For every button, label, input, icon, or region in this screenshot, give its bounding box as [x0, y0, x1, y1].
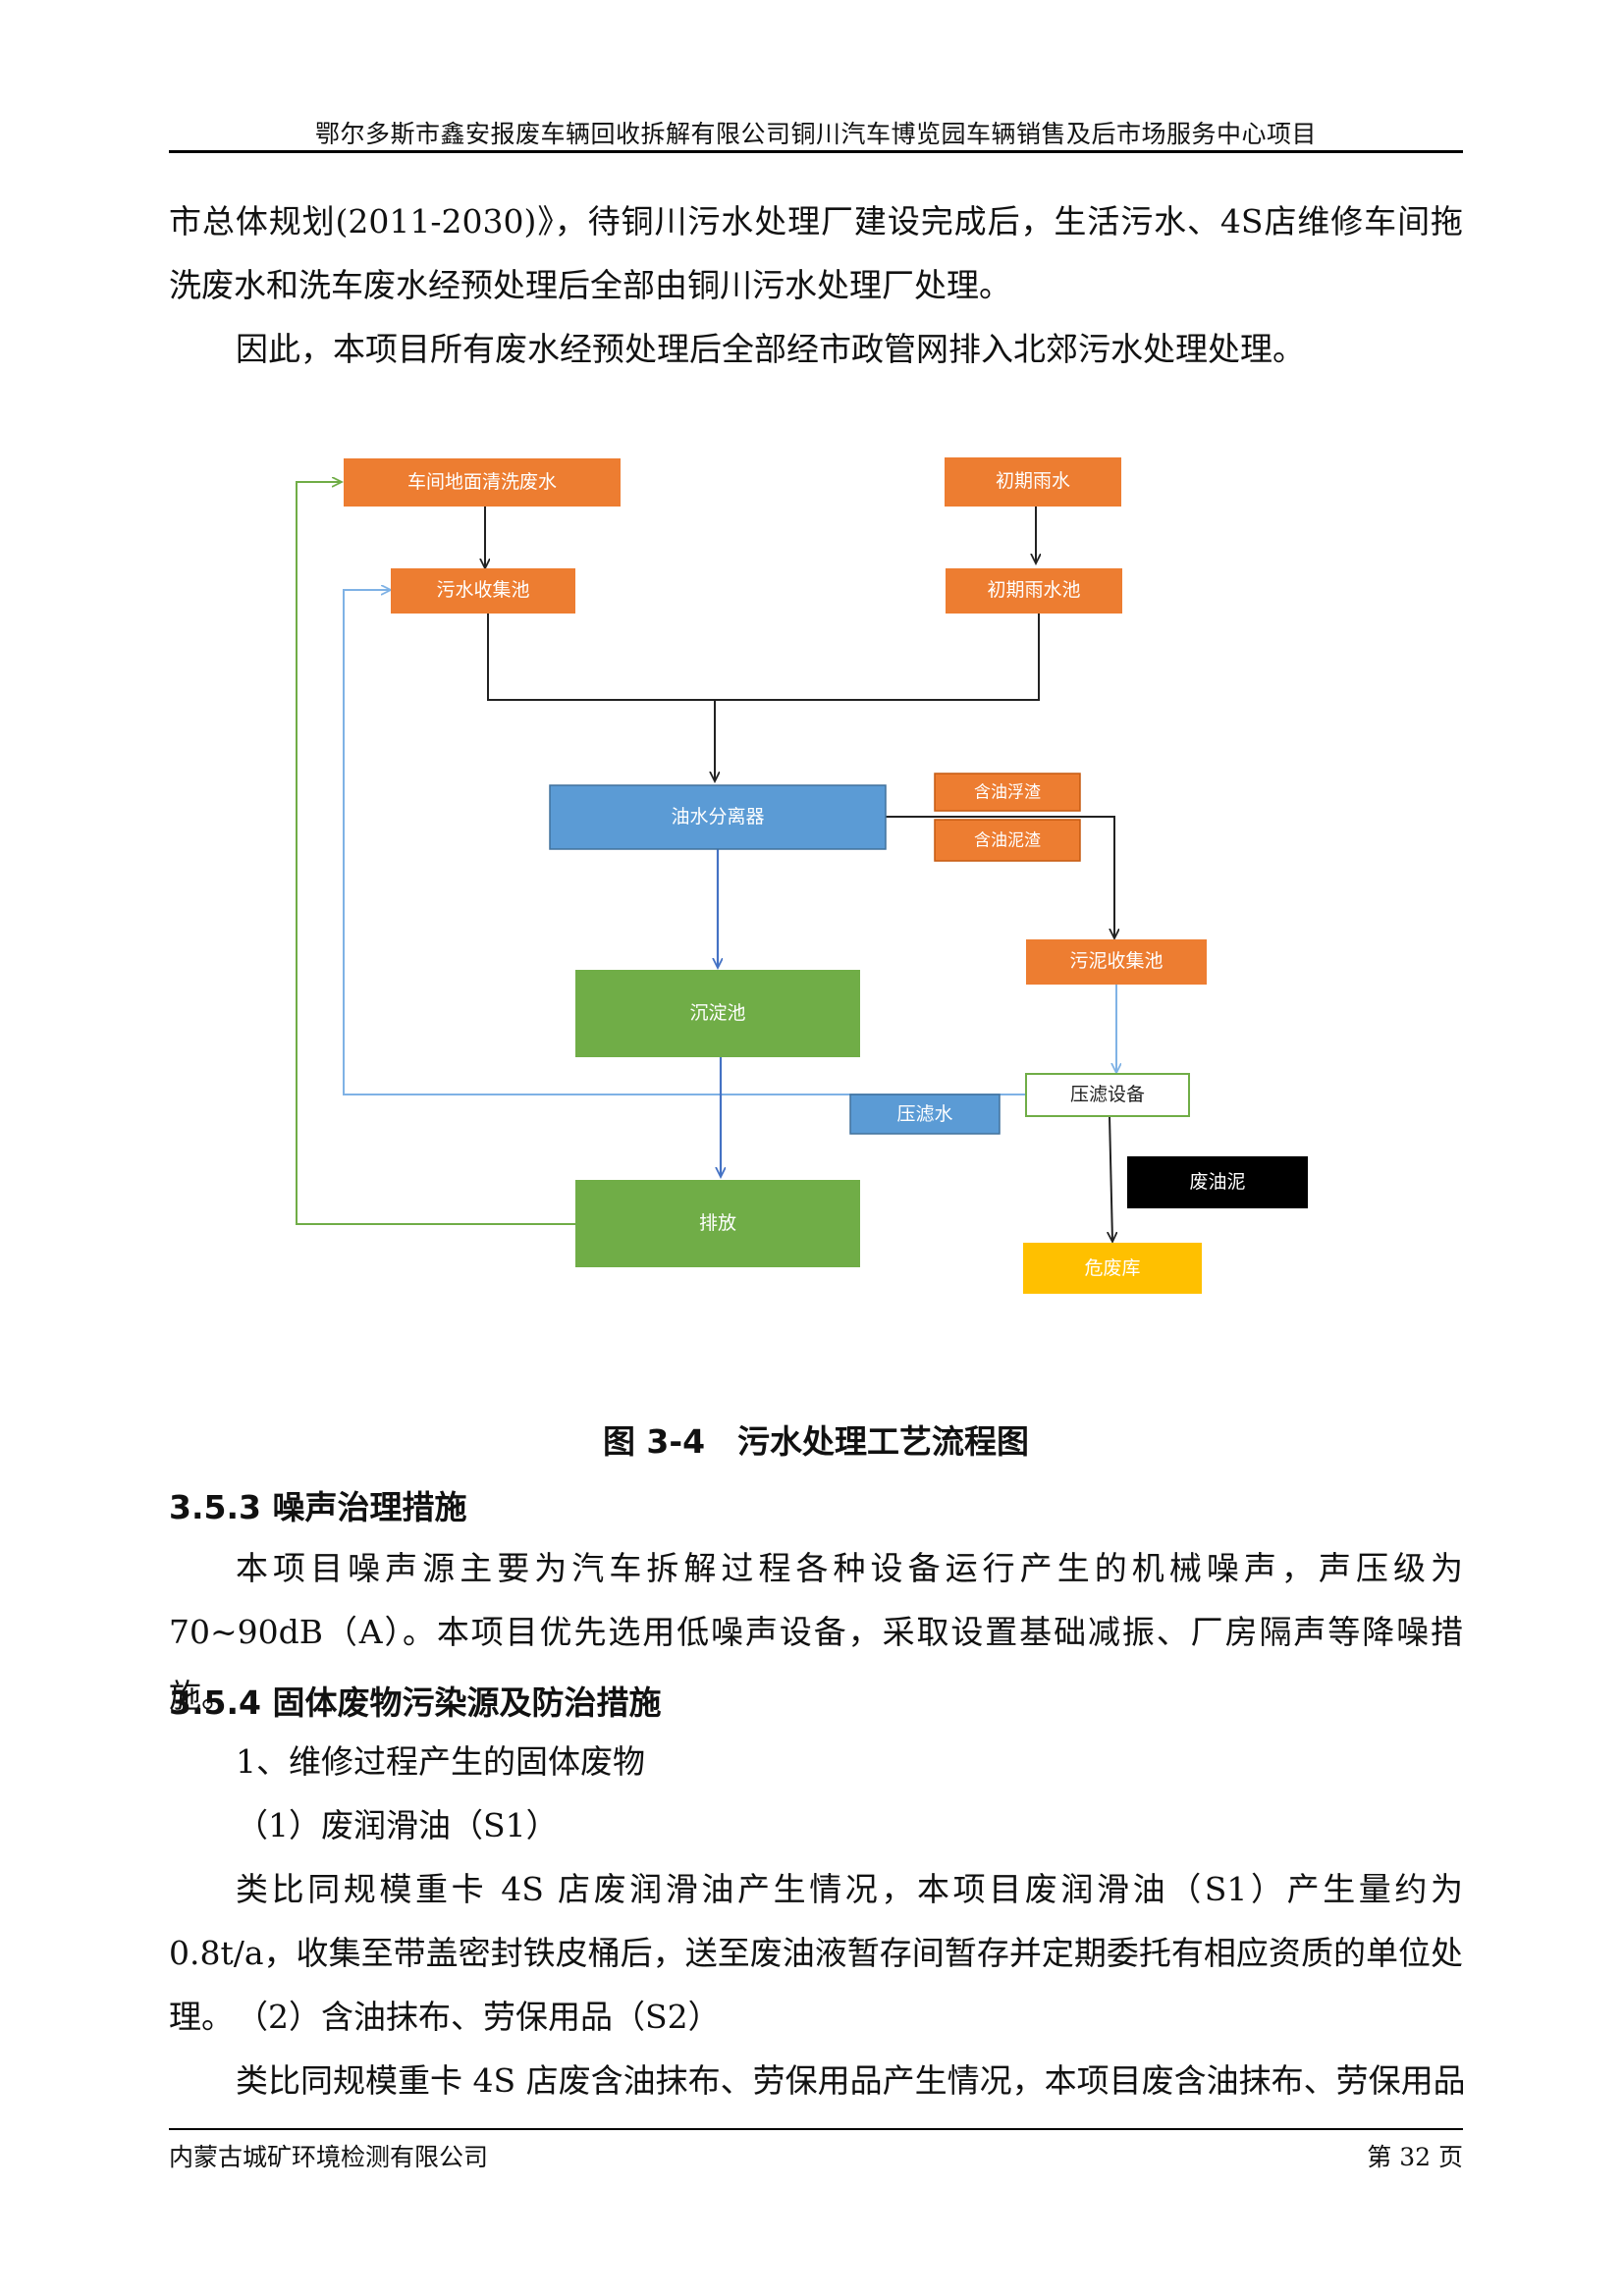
- node-sludge-tank: 污泥收集池: [1026, 939, 1207, 985]
- svg-text:沉淀池: 沉淀池: [689, 1002, 745, 1024]
- footer-company: 内蒙古城矿环境检测有限公司: [169, 2143, 489, 2171]
- merge-line-tanks: [487, 614, 1040, 701]
- document-header-title: 鄂尔多斯市鑫安报废车辆回收拆解有限公司铜川汽车博览园车辆销售及后市场服务中心项目: [314, 120, 1317, 148]
- svg-text:废油泥: 废油泥: [1189, 1171, 1245, 1193]
- header-rule: [169, 150, 1463, 153]
- node-hazardous-waste-store: 危废库: [1023, 1243, 1202, 1294]
- arrow-separator-to-sludge-tank: [886, 816, 1114, 937]
- arrow-filtrate-return: [343, 590, 1026, 1095]
- svg-text:污泥收集池: 污泥收集池: [1069, 950, 1163, 972]
- paragraph-oily-rags: 类比同规模重卡 4S 店废含油抹布、劳保用品产生情况，本项目废含油抹布、劳保用品: [236, 2061, 1463, 2100]
- list-item-1: 1、维修过程产生的固体废物: [236, 1742, 645, 1781]
- svg-text:危废库: 危废库: [1084, 1257, 1140, 1279]
- svg-text:污水收集池: 污水收集池: [436, 579, 529, 601]
- svg-text:车间地面清洗废水: 车间地面清洗废水: [407, 471, 557, 493]
- node-sewage-tank: 污水收集池: [391, 568, 575, 614]
- svg-text:油水分离器: 油水分离器: [671, 806, 764, 828]
- svg-text:初期雨水池: 初期雨水池: [987, 579, 1080, 601]
- node-discharge: 排放: [575, 1180, 860, 1267]
- footer-rule: [169, 2128, 1463, 2130]
- svg-text:含油泥渣: 含油泥渣: [974, 831, 1041, 851]
- paragraph-1: 市总体规划(2011-2030)》，待铜川污水处理厂建设完成后，生活污水、4S店…: [169, 202, 1463, 304]
- node-rain-tank: 初期雨水池: [946, 568, 1122, 614]
- node-floor-wash: 车间地面清洗废水: [344, 458, 621, 507]
- svg-text:含油浮渣: 含油浮渣: [974, 783, 1041, 803]
- paragraph-noise: 本项目噪声源主要为汽车拆解过程各种设备运行产生的机械噪声，声压级为 70~90d…: [169, 1549, 1463, 1715]
- list-item-1-2: （2）含油抹布、劳保用品（S2）: [236, 1998, 721, 2036]
- arrow-discharge-reuse-loop: [296, 482, 575, 1225]
- node-oily-sludge: 含油泥渣: [934, 819, 1081, 862]
- paragraph-2: 因此，本项目所有废水经预处理后全部经市政管网排入北郊污水处理处理。: [236, 330, 1305, 368]
- node-initial-rain: 初期雨水: [945, 457, 1121, 507]
- arrow-filter-press-to-hazardous-store: [1110, 1115, 1112, 1241]
- node-oil-water-separator: 油水分离器: [549, 784, 887, 850]
- node-waste-oil-mud: 废油泥: [1127, 1156, 1308, 1208]
- list-item-1-1: （1）废润滑油（S1）: [236, 1806, 559, 1844]
- node-sedimentation-tank: 沉淀池: [575, 970, 860, 1057]
- svg-text:初期雨水: 初期雨水: [996, 470, 1070, 492]
- diagram-connectors: [296, 482, 1116, 1241]
- node-filter-press: 压滤设备: [1025, 1073, 1190, 1117]
- wastewater-flow-diagram: 车间地面清洗废水 初期雨水 污水收集池 初期雨水池 油水分离器 含油浮渣 含油泥…: [296, 457, 1308, 1294]
- paragraph-waste-oil: 类比同规模重卡 4S 店废润滑油产生情况，本项目废润滑油（S1）产生量约为 0.…: [169, 1870, 1463, 2036]
- node-oily-scum: 含油浮渣: [934, 773, 1081, 812]
- figure-caption: 图 3-4 污水处理工艺流程图: [602, 1422, 1030, 1461]
- svg-text:排放: 排放: [699, 1212, 736, 1234]
- section-heading-3-5-3: 3.5.3 噪声治理措施: [169, 1488, 467, 1526]
- node-filtrate-label: 压滤水: [849, 1094, 1001, 1135]
- footer-page-number: 第 32 页: [1367, 2143, 1463, 2171]
- svg-text:压滤水: 压滤水: [896, 1103, 952, 1125]
- svg-text:压滤设备: 压滤设备: [1070, 1084, 1145, 1105]
- section-heading-3-5-4: 3.5.4 固体废物污染源及防治措施: [169, 1683, 662, 1722]
